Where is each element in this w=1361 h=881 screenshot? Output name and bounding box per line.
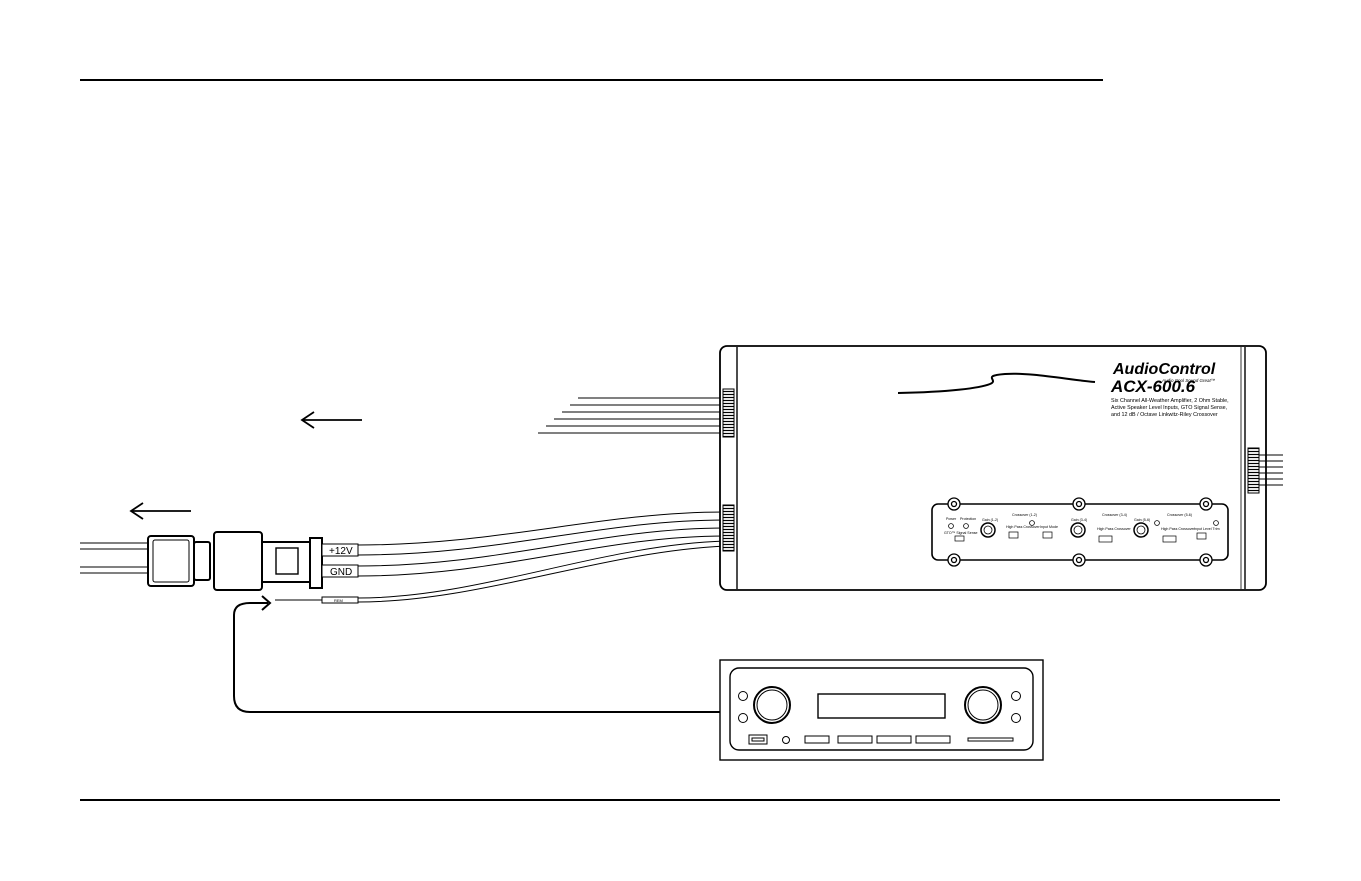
gto-switch bbox=[954, 535, 965, 542]
arrow-left-icon bbox=[300, 411, 362, 429]
panel-label-gain-12: Gain (1-2) bbox=[982, 518, 998, 522]
clip-led-34 bbox=[1154, 520, 1160, 526]
preset-button bbox=[738, 713, 748, 723]
panel-label-section-12: Crossover (1-2) bbox=[1012, 513, 1037, 517]
head-unit-button bbox=[876, 735, 912, 744]
model-name: ACX-600.6 bbox=[1110, 377, 1196, 396]
panel-label-input-level: Input Level Trim bbox=[1194, 527, 1220, 531]
head-unit-button bbox=[837, 735, 873, 744]
crossover-switch-34 bbox=[1098, 535, 1113, 543]
preset-button bbox=[1011, 691, 1021, 701]
wire-label-remote: REM bbox=[334, 598, 343, 603]
input-level-switch bbox=[1196, 532, 1207, 540]
head-unit bbox=[719, 659, 1044, 761]
panel-label-gain-56: Gain (5-6) bbox=[1134, 518, 1150, 522]
protection-led bbox=[963, 523, 969, 529]
speaker-output-terminal bbox=[1247, 447, 1260, 494]
card-slot bbox=[967, 737, 1014, 742]
brand-tagline: Audio Cool Sound Great™ bbox=[1161, 378, 1215, 383]
crossover-switch-12 bbox=[1008, 531, 1019, 539]
power-wires bbox=[275, 511, 726, 604]
clip-led-56 bbox=[1213, 520, 1219, 526]
head-unit-button bbox=[804, 735, 830, 744]
brand-logo: AudioControl bbox=[1112, 361, 1216, 378]
signal-wire-bundle bbox=[538, 397, 722, 434]
panel-label-power: Power bbox=[946, 517, 957, 521]
panel-label-protection: Protection bbox=[960, 517, 976, 521]
panel-label-section-56: Crossover (5-6) bbox=[1167, 513, 1192, 517]
amplifier: AudioControl Audio Cool Sound Great™ ACX… bbox=[719, 345, 1283, 591]
aux-jack bbox=[782, 736, 790, 744]
output-wire-bundle bbox=[80, 542, 148, 574]
panel-label-high-pass-12: High Pass Crossover bbox=[1006, 525, 1041, 529]
preset-button bbox=[1011, 713, 1021, 723]
panel-label-high-pass-56: High Pass Crossover bbox=[1161, 527, 1196, 531]
wire-label-power: +12V bbox=[329, 546, 353, 557]
clip-led-12 bbox=[1029, 520, 1035, 526]
panel-label-high-pass-34: High Pass Crossover bbox=[1097, 527, 1132, 531]
crossover-switch-56 bbox=[1162, 535, 1177, 543]
description-line-3: and 12 dB / Octave Linkwitz-Riley Crosso… bbox=[1111, 412, 1218, 418]
control-panel: Power Protection GTO™ Signal Sense Cross… bbox=[931, 497, 1229, 567]
panel-label-gain-34: Gain (3-4) bbox=[1071, 518, 1087, 522]
arrow-left-icon bbox=[129, 502, 191, 520]
preset-button bbox=[738, 691, 748, 701]
wire-label-ground: GND bbox=[330, 567, 352, 578]
brand-swoosh bbox=[897, 372, 1096, 394]
panel-label-gto: GTO™ Signal Sense bbox=[944, 531, 978, 535]
panel-label-section-34: Crossover (3-4) bbox=[1102, 513, 1127, 517]
panel-label-input-mode: Input Mode bbox=[1040, 525, 1058, 529]
description-line-2: Active Speaker Level Inputs, GTO Signal … bbox=[1111, 405, 1228, 411]
input-mode-switch bbox=[1042, 531, 1053, 539]
signal-input-terminal bbox=[722, 388, 735, 438]
connector-housing bbox=[213, 531, 323, 591]
remote-turn-on-wire bbox=[233, 595, 720, 713]
description-line-1: Six Channel All-Weather Amplifier, 2 Ohm… bbox=[1111, 398, 1229, 404]
head-unit-button bbox=[915, 735, 951, 744]
power-input-terminal bbox=[722, 504, 735, 552]
connector-plug bbox=[147, 535, 211, 587]
display-screen bbox=[817, 693, 946, 719]
power-led bbox=[948, 523, 954, 529]
